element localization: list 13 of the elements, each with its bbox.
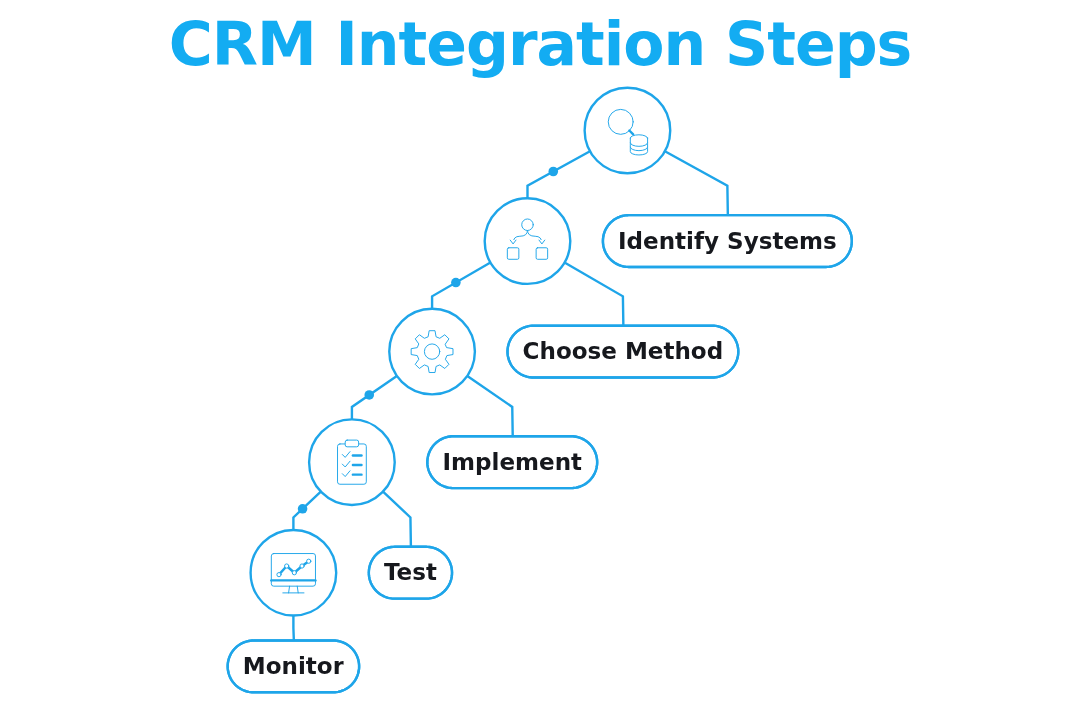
connector	[292, 490, 322, 530]
connector	[431, 261, 492, 309]
connector	[466, 374, 515, 437]
node-circle	[583, 86, 672, 175]
node-circle	[388, 307, 477, 396]
connector	[664, 150, 730, 216]
node-circle	[483, 197, 572, 286]
title: CRM Integration Steps	[167, 8, 913, 80]
connector	[292, 615, 296, 641]
connector	[526, 150, 591, 199]
connector	[350, 374, 398, 420]
node-circle	[249, 528, 338, 617]
node-circle	[308, 418, 397, 507]
